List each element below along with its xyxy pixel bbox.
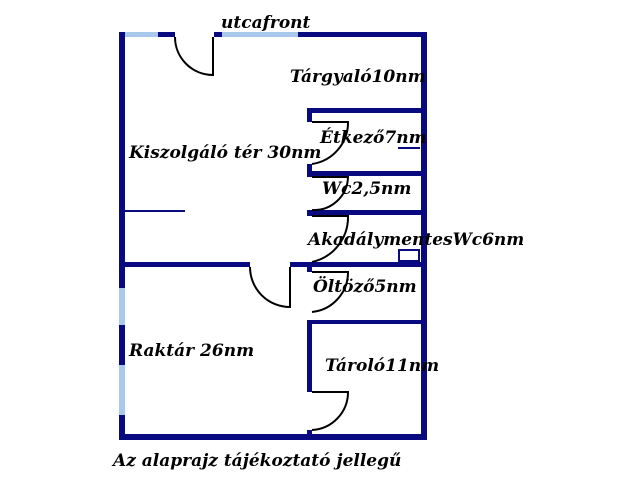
room-label-akadalymentes-wc: AkadálymentesWc6nm	[306, 230, 524, 250]
wall	[307, 171, 312, 177]
door-wc[interactable]	[311, 176, 350, 212]
wall	[298, 32, 427, 37]
wall	[119, 415, 125, 440]
wall	[158, 32, 175, 37]
wall	[122, 262, 250, 267]
door-oltozo[interactable]	[311, 271, 350, 313]
wall	[307, 164, 312, 176]
wall	[307, 108, 312, 122]
wall	[308, 210, 424, 215]
door-raktar[interactable]	[249, 266, 291, 309]
room-label-tarolo: Tároló11nm	[325, 356, 439, 376]
wall	[308, 320, 424, 324]
wall	[119, 434, 427, 440]
wall	[307, 320, 312, 392]
door-etkezo[interactable]	[311, 121, 350, 165]
wall	[214, 32, 222, 37]
room-label-oltozo: Öltöző5nm	[313, 276, 417, 297]
door-akadalymentes-wc[interactable]	[311, 215, 350, 263]
doors	[174, 36, 350, 431]
caption: Az alaprajz tájékoztató jellegű	[111, 451, 401, 471]
room-label-raktar: Raktár 26nm	[128, 341, 254, 361]
sink-fixture	[398, 249, 420, 262]
wall	[119, 325, 125, 365]
wall	[308, 171, 424, 176]
door-tarolo[interactable]	[311, 391, 350, 431]
walls	[119, 32, 427, 440]
window	[119, 288, 125, 325]
entrance-door[interactable]	[174, 36, 214, 77]
labels: utcafront Tárgyaló10nm Étkező7nm Kiszolg…	[111, 13, 524, 471]
window	[120, 32, 158, 37]
wall	[307, 210, 312, 216]
wall	[421, 32, 427, 440]
wall	[307, 430, 312, 438]
room-label-targyalo: Tárgyaló10nm	[290, 67, 426, 87]
room-label-wc: Wc2,5nm	[322, 179, 411, 199]
window	[119, 365, 125, 415]
wall	[308, 108, 424, 113]
street-label: utcafront	[221, 13, 311, 33]
wall	[290, 262, 424, 267]
room-label-kiszolgalo: Kiszolgáló tér 30nm	[128, 143, 321, 163]
wall	[119, 32, 125, 288]
wall	[307, 262, 312, 272]
window	[222, 32, 298, 37]
room-label-etkezo: Étkező7nm	[319, 127, 427, 148]
